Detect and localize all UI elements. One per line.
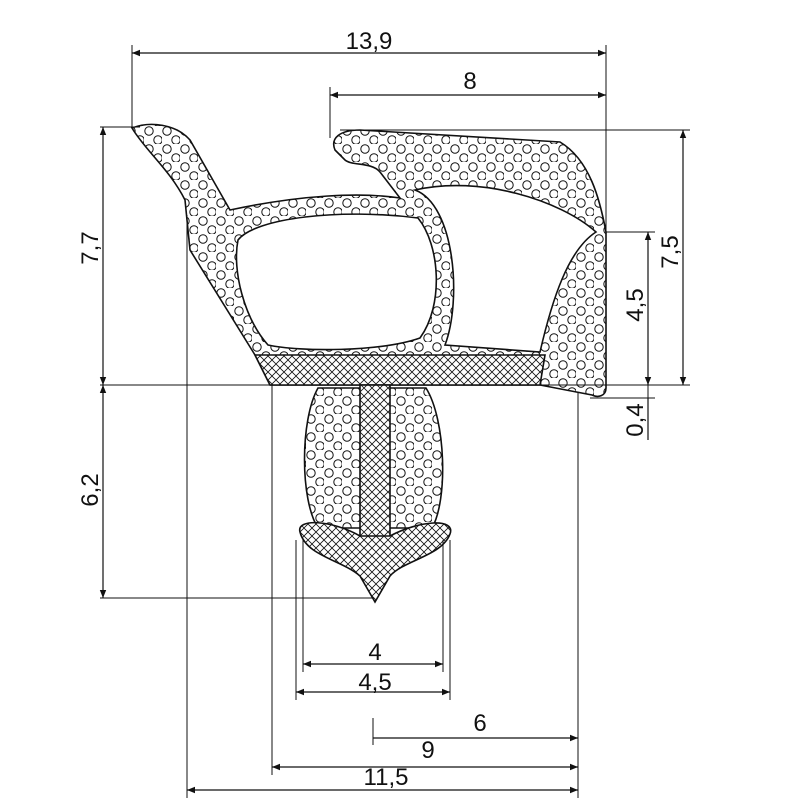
dim-right-height: 7,5 [657,235,684,268]
hollow-chamber-left [235,213,438,351]
dim-stem-inner-width: 4 [368,639,381,666]
dimension-lines [99,49,687,794]
dim-upper-right-width: 8 [463,68,476,95]
dim-right-inner-height: 4,5 [622,288,649,321]
dimension-labels: 13,9 8 7,7 7,5 4,5 0,4 6,2 4 4,5 6 9 11,… [77,28,684,791]
dim-overall-width-top: 13,9 [346,28,393,55]
dim-overall-width-bottom: 11,5 [364,764,409,791]
stem-arrowhead [299,521,452,604]
dim-base-width: 9 [421,737,434,764]
dim-stem-height: 6,2 [77,473,104,506]
dim-stem-to-right: 6 [473,710,486,737]
seal-profile [130,123,607,604]
hollow-chamber-right [412,184,598,353]
dim-base-offset: 0,4 [622,403,649,436]
extension-lines [100,45,690,798]
dim-left-height: 7,7 [77,231,104,264]
dim-stem-outer-width: 4,5 [358,669,391,696]
stem-core [359,384,391,546]
dense-base-band [253,354,546,386]
